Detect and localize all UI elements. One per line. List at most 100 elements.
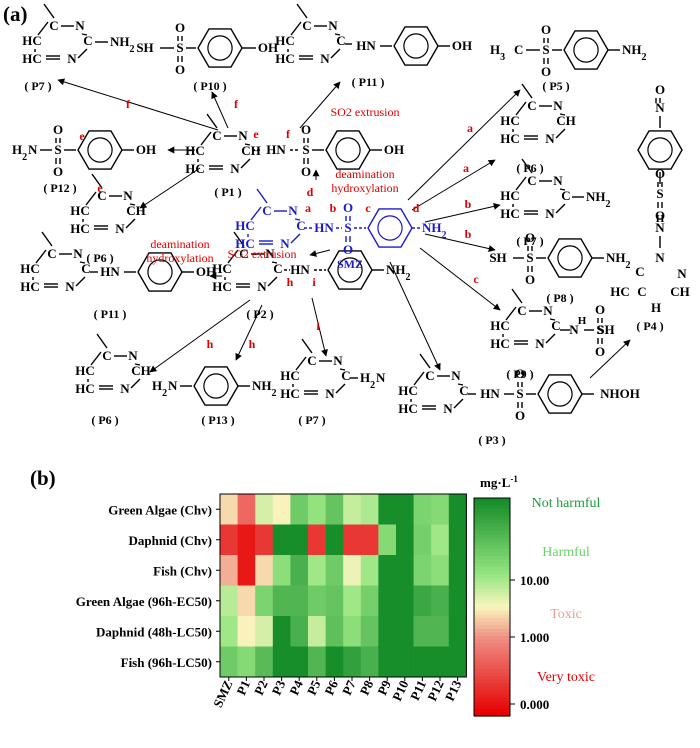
colorbar-segment bbox=[474, 712, 510, 717]
heat-cell bbox=[378, 585, 397, 617]
colorbar-segment bbox=[474, 610, 510, 615]
p4-ring-aromatic bbox=[647, 137, 673, 163]
heat-cell bbox=[272, 585, 291, 617]
smz-c2: C bbox=[296, 218, 305, 233]
colorbar-segment bbox=[474, 636, 510, 641]
heat-cell bbox=[255, 555, 274, 586]
heat-cell bbox=[290, 494, 309, 525]
colorbar-segment bbox=[474, 661, 510, 666]
p9-h: H bbox=[578, 315, 587, 327]
arrow-to-p6b bbox=[139, 167, 201, 209]
heat-cell bbox=[308, 585, 326, 617]
heat-cell bbox=[308, 524, 326, 556]
p11b-methyl bbox=[41, 231, 53, 247]
colorbar-segment bbox=[474, 705, 510, 710]
colorbar-segment bbox=[474, 534, 510, 539]
p1-so2-s: S bbox=[302, 142, 309, 157]
p8-ring-aromatic bbox=[557, 245, 583, 271]
p3-so2-o1: O bbox=[515, 366, 525, 381]
pathway-letter-i: i bbox=[316, 319, 320, 333]
p12-ring bbox=[77, 130, 123, 170]
heat-col-label: P7 bbox=[339, 677, 359, 697]
p11a-c2: C bbox=[336, 33, 345, 48]
arrow-to-p6a bbox=[411, 159, 496, 211]
pathway-letter-c: c bbox=[365, 201, 371, 215]
arrow-to-p7c bbox=[311, 297, 328, 357]
colorbar-segment bbox=[474, 516, 510, 521]
heat-cell bbox=[308, 616, 326, 647]
p11a-bond6 bbox=[330, 48, 341, 59]
heat-col-label: P5 bbox=[304, 677, 324, 697]
heat-row-label: Daphnid (48h-LC50) bbox=[96, 624, 212, 639]
colorbar-frame bbox=[473, 497, 511, 717]
p7b-n1: N bbox=[553, 173, 563, 188]
p8-so2-o2: O bbox=[525, 272, 535, 287]
p6a-c2: CH bbox=[556, 113, 576, 128]
p13-h2: H2 bbox=[152, 378, 167, 399]
p6b-bond3 bbox=[129, 203, 136, 206]
colorbar-segment bbox=[474, 552, 510, 557]
heat-col-label: P1 bbox=[233, 678, 253, 697]
p7a-nh2: NH2 bbox=[110, 34, 135, 55]
colorbar-segment bbox=[474, 672, 510, 677]
smz-methyl bbox=[256, 188, 268, 204]
colorbar-segment bbox=[474, 541, 510, 546]
p6b-hc2: HC bbox=[70, 221, 90, 236]
heat-cell bbox=[237, 585, 256, 617]
p9-so2-s: S bbox=[596, 322, 603, 337]
p6b-methyl bbox=[91, 173, 103, 189]
colorbar-segment bbox=[474, 621, 510, 626]
p2-c-top: C bbox=[239, 246, 248, 261]
p2-n1: N bbox=[265, 246, 275, 261]
pathway-letter-b: b bbox=[465, 197, 472, 211]
colorbar-tick-label: 0.000 bbox=[520, 697, 549, 712]
p6c-n1: N bbox=[128, 348, 138, 363]
pathway-letter-a: a bbox=[467, 121, 473, 135]
colorbar-segment bbox=[474, 607, 510, 612]
heat-cell bbox=[431, 646, 450, 678]
p6a-bond2 bbox=[515, 101, 527, 116]
p6b-n1: N bbox=[123, 188, 133, 203]
pathway-letter-e: e bbox=[79, 129, 85, 143]
heat-cell bbox=[272, 646, 291, 678]
p12-so2-o1: O bbox=[53, 122, 63, 137]
heat-cell bbox=[360, 494, 379, 525]
p10-so2-o2: O bbox=[175, 62, 185, 77]
colorbar-segment bbox=[474, 548, 510, 554]
p6a-hc1: HC bbox=[500, 113, 520, 128]
panel-b: (b) Green Algae (Chv)Daphnid (Chv)Fish (… bbox=[0, 460, 700, 748]
p4-c1: C bbox=[635, 264, 644, 279]
heat-cell bbox=[448, 585, 467, 617]
colorbar-unit: mg·L-1 bbox=[480, 474, 518, 490]
p2-bond2 bbox=[227, 249, 239, 264]
smz-nh2: NH2 bbox=[422, 220, 447, 241]
colorbar-category-toxic: Toxic bbox=[550, 607, 582, 622]
heat-cell bbox=[308, 494, 326, 525]
heat-frame bbox=[219, 493, 467, 678]
heat-cell bbox=[360, 524, 379, 556]
heat-cell bbox=[413, 555, 432, 586]
p2-hc2: HC bbox=[212, 279, 232, 294]
p7c-methyl bbox=[301, 338, 313, 354]
colorbar-segment bbox=[474, 498, 510, 503]
colorbar-segment bbox=[474, 559, 510, 564]
heat-cell bbox=[396, 646, 414, 678]
pathway-letter-f: f bbox=[126, 97, 131, 111]
arrow-to-p4 bbox=[589, 339, 631, 379]
pathway-letter-h: h bbox=[207, 337, 214, 351]
colorbar-segment bbox=[474, 603, 510, 608]
heat-cell bbox=[308, 646, 326, 678]
heat-cell bbox=[308, 555, 326, 586]
colorbar-segment bbox=[474, 694, 510, 699]
colorbar-category-very-toxic: Very toxic bbox=[537, 670, 595, 685]
heat-row-label: Green Algae (Chv) bbox=[108, 502, 212, 517]
p6a-methyl bbox=[521, 83, 533, 99]
p9-bond6 bbox=[545, 333, 556, 344]
p7a-bond2 bbox=[37, 21, 49, 36]
p9-hc2: HC bbox=[490, 336, 510, 351]
heat-cell bbox=[431, 555, 450, 586]
p7b-bond6 bbox=[555, 203, 566, 214]
p11a-hn: HN bbox=[356, 38, 376, 53]
colorbar-segment bbox=[474, 657, 510, 663]
p3-so2-o2: O bbox=[515, 408, 525, 423]
